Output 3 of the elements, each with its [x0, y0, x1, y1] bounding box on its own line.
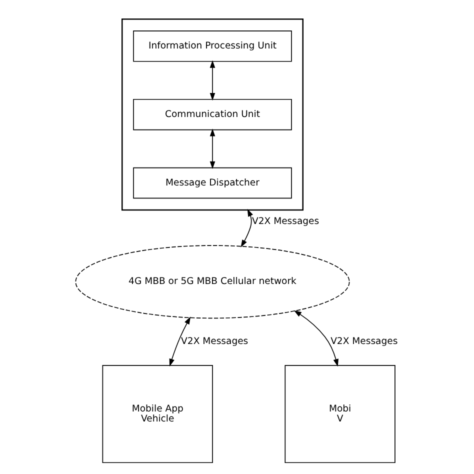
edge-label: V2X Messages — [252, 216, 320, 227]
edge-label: V2X Messages — [181, 336, 248, 347]
edge-label: V2X Messages — [330, 336, 398, 347]
